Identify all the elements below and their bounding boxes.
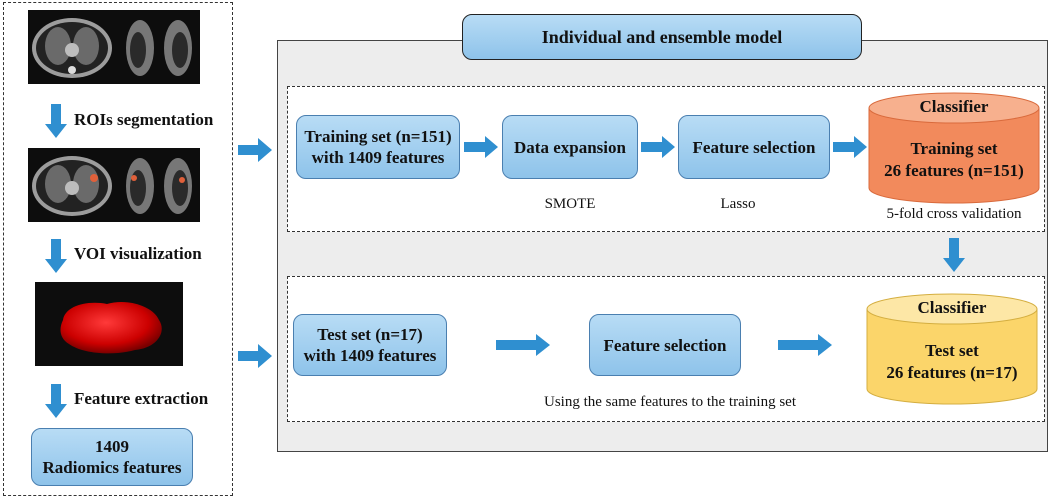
left-panel [3,2,233,496]
feature-selection-box-test: Feature selection [589,314,741,376]
arrow-selection-to-classifier [833,136,867,158]
classifier-title-training: Classifier [919,97,989,116]
cross-validation-note: 5-fold cross validation [886,206,1022,222]
voi-3d-render [35,282,183,366]
arrow-training-to-expansion [464,136,498,158]
classifier-body-training: Training set 26 features (n=151) [884,139,1024,180]
ct-image-axial-segmented [28,148,116,222]
down-arrow-3 [45,384,67,418]
step-label-voi-visualization: VOI visualization [74,244,202,263]
down-arrow-1 [45,104,67,138]
feature-selection-box-training: Feature selection [678,115,830,179]
classifier-cylinder-test [866,293,1038,405]
ct-image-coronal-segmented [116,148,158,222]
training-set-box: Training set (n=151) with 1409 features [296,115,460,179]
down-arrow-2 [45,239,67,273]
arrow-selection-to-test-classifier [778,334,832,356]
right-arrow-to-test [238,344,272,368]
test-set-box: Test set (n=17) with 1409 features [293,314,447,376]
ct-image-sagittal [158,10,200,84]
step-label-roi-segmentation: ROIs segmentation [74,110,214,129]
ct-image-coronal [116,10,158,84]
classifier-body-test: Test set 26 features (n=17) [886,341,1018,382]
data-expansion-box: Data expansion [502,115,638,179]
arrow-classifier-down [943,238,965,272]
classifier-title-test: Classifier [917,298,987,317]
same-features-note: Using the same features to the training … [543,394,796,410]
step-label-feature-extraction: Feature extraction [74,389,209,408]
radiomics-features-box: 1409 Radiomics features [31,428,193,486]
right-arrow-to-training [238,138,272,162]
smote-note: SMOTE [544,196,596,212]
arrow-expansion-to-selection [641,136,675,158]
classifier-cylinder-training [868,92,1040,204]
ct-image-axial [28,10,116,84]
ct-image-sagittal-segmented [158,148,200,222]
model-title: Individual and ensemble model [462,14,862,60]
arrow-test-to-selection [496,334,550,356]
lasso-note: Lasso [720,196,756,212]
